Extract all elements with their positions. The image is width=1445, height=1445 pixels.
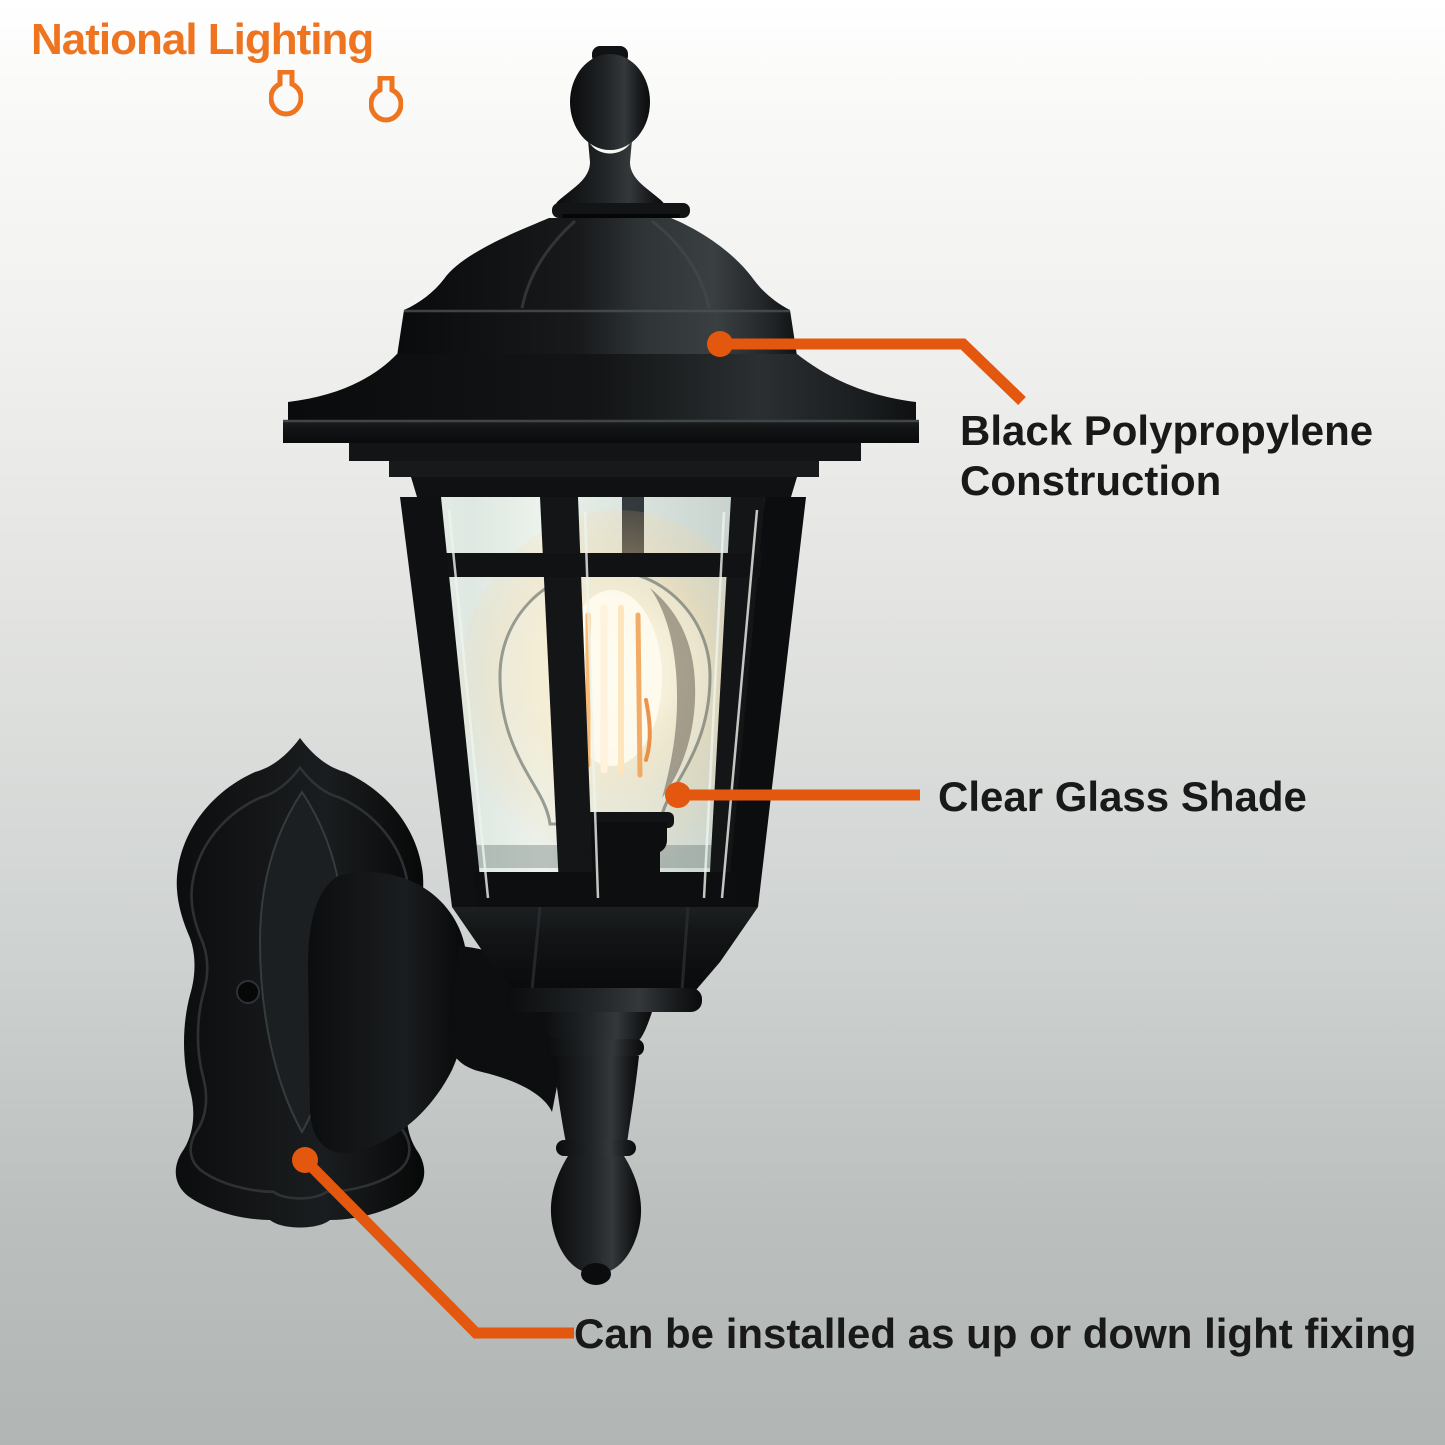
wall-mount-bracket <box>175 738 568 1228</box>
stem-ring <box>556 1140 636 1156</box>
base-skirt <box>452 907 758 990</box>
body-rib <box>540 497 594 907</box>
finial-ball <box>570 54 650 150</box>
body-rib-right-edge <box>727 497 806 907</box>
glazing-bottom-rail <box>473 872 737 907</box>
annotation-construction: Black Polypropylene Construction <box>960 406 1373 506</box>
bulb-icon <box>369 76 403 123</box>
brand-logo-text: National Lighting <box>31 15 374 64</box>
callout-line <box>720 338 1026 405</box>
brand-logo: National Lighting <box>31 15 403 123</box>
roof-dome <box>404 218 790 310</box>
body-rib-left-edge <box>400 497 483 907</box>
base-collar <box>506 988 702 1012</box>
roof-skirt <box>288 354 916 420</box>
base-facet-line <box>530 906 542 991</box>
roof-band <box>397 310 797 356</box>
bracket-screw-left <box>236 980 260 1004</box>
base-facet-line <box>680 906 690 991</box>
eaves-plate <box>283 420 919 443</box>
body-top-frame <box>411 477 797 497</box>
bulb-icon <box>269 70 303 117</box>
lantern-roof <box>288 46 916 420</box>
lantern-glass-body <box>400 497 806 908</box>
stem-neck <box>540 1012 652 1044</box>
lantern-base <box>452 906 758 1285</box>
callout-glass <box>665 782 920 808</box>
roof-facet-line <box>651 219 711 309</box>
annotation-install-label: Can be installed as up or down light fix… <box>574 1310 1417 1357</box>
eaves-step <box>389 461 819 477</box>
glazing-top-rail <box>446 553 762 577</box>
finial-flange-shadow <box>562 214 680 218</box>
roof-facet-line <box>520 219 577 309</box>
drop-finial-tip <box>581 1263 611 1285</box>
callout-line <box>301 1156 574 1339</box>
annotation-construction-line2: Construction <box>960 457 1222 504</box>
bulb-reflection <box>650 588 696 798</box>
stem-taper <box>553 1056 639 1143</box>
bracket-arm-bell <box>308 872 469 1153</box>
lantern-eaves <box>283 419 919 497</box>
bulb-filament <box>585 604 652 778</box>
body-rib <box>708 497 765 907</box>
drop-finial <box>550 1156 642 1274</box>
annotation-construction-line1: Black Polypropylene <box>960 407 1374 454</box>
callout-construction <box>707 331 1026 405</box>
finial-neck <box>556 140 664 204</box>
callouts <box>292 331 1026 1339</box>
annotation-glass-label: Clear Glass Shade <box>938 773 1307 820</box>
glass-bevel-highlights <box>447 509 759 899</box>
stem-ring <box>546 1039 644 1056</box>
eaves-step <box>349 443 861 461</box>
callout-install <box>292 1147 574 1339</box>
